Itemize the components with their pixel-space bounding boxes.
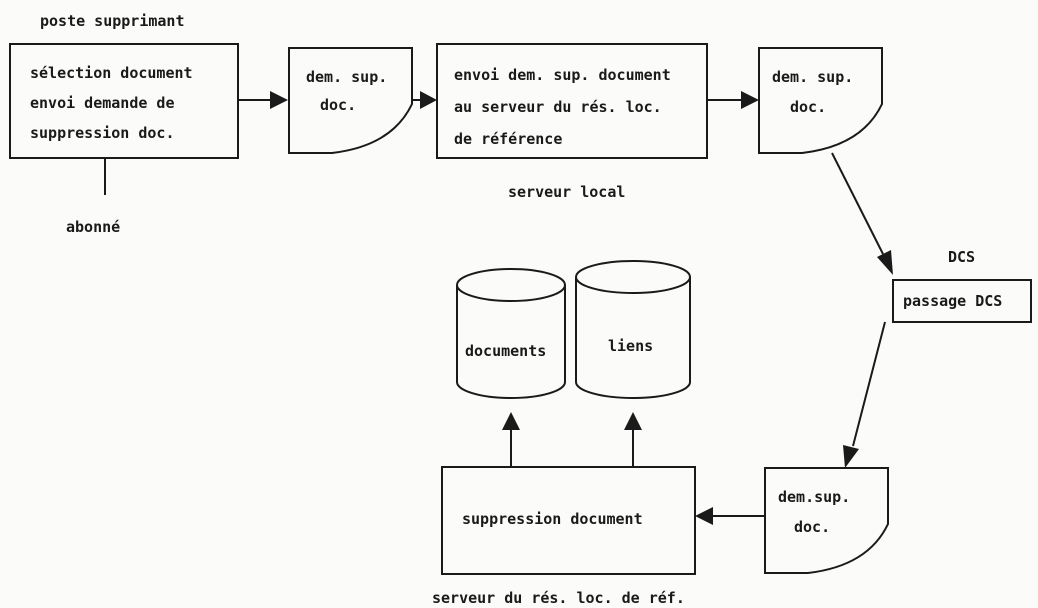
envoi-demande-line-3: de référence <box>454 130 562 148</box>
passage-dcs-label: passage DCS <box>903 292 1002 310</box>
selection-document-line-3: suppression doc. <box>30 124 175 142</box>
serveur-local-label: serveur local <box>508 183 625 201</box>
database-documents-label: documents <box>465 342 546 360</box>
document-shape-1-line-1: dem. sup. <box>306 68 387 86</box>
envoi-demande-box: envoi dem. sup. document au serveur du r… <box>436 43 708 159</box>
document-shape-3-outline <box>764 467 889 574</box>
arrow-suppression-to-liens <box>624 412 642 467</box>
document-shape-3: dem.sup. doc. <box>764 467 889 574</box>
selection-document-box: sélection document envoi demande de supp… <box>9 43 239 159</box>
database-documents-top <box>456 268 566 302</box>
passage-dcs-box: passage DCS <box>892 279 1032 323</box>
arrow-dcs-to-doc3 <box>843 321 886 468</box>
document-shape-1: dem. sup. doc. <box>288 47 413 154</box>
document-shape-1-line-2: doc. <box>320 96 356 114</box>
document-shape-2-outline <box>758 47 883 154</box>
database-liens-top <box>575 260 691 294</box>
dcs-label: DCS <box>948 248 975 266</box>
database-liens: liens <box>575 260 691 399</box>
selection-document-line-1: sélection document <box>30 64 193 82</box>
arrow-envoi-to-doc2 <box>707 91 759 109</box>
database-documents-body <box>456 285 566 399</box>
database-documents: documents <box>456 268 566 399</box>
document-shape-3-line-1: dem.sup. <box>778 488 850 506</box>
arrow-doc1-to-envoi <box>412 91 437 109</box>
envoi-demande-line-2: au serveur du rés. loc. <box>454 98 662 116</box>
arrow-doc3-to-suppression <box>695 507 765 525</box>
envoi-demande-line-1: envoi dem. sup. document <box>454 66 671 84</box>
abonne-label: abonné <box>66 218 120 236</box>
document-shape-2-line-1: dem. sup. <box>772 68 853 86</box>
suppression-document-box: suppression document <box>441 466 696 575</box>
passage-dcs-rect <box>892 279 1032 323</box>
document-shape-2: dem. sup. doc. <box>758 47 883 154</box>
arrow-suppression-to-documents <box>502 412 520 467</box>
document-shape-2-line-2: doc. <box>790 98 826 116</box>
database-liens-label: liens <box>608 337 653 355</box>
document-shape-3-line-2: doc. <box>794 518 830 536</box>
suppression-document-label: suppression document <box>462 510 643 528</box>
database-liens-body <box>575 277 691 399</box>
poste-supprimant-label: poste supprimant <box>40 12 185 30</box>
document-shape-1-outline <box>288 47 413 154</box>
serveur-ref-label: serveur du rés. loc. de réf. <box>432 589 685 607</box>
arrow-selection-to-doc1 <box>238 91 288 109</box>
arrow-doc2-to-dcs <box>831 152 893 275</box>
selection-document-line-2: envoi demande de <box>30 94 175 112</box>
suppression-document-rect <box>441 466 696 575</box>
